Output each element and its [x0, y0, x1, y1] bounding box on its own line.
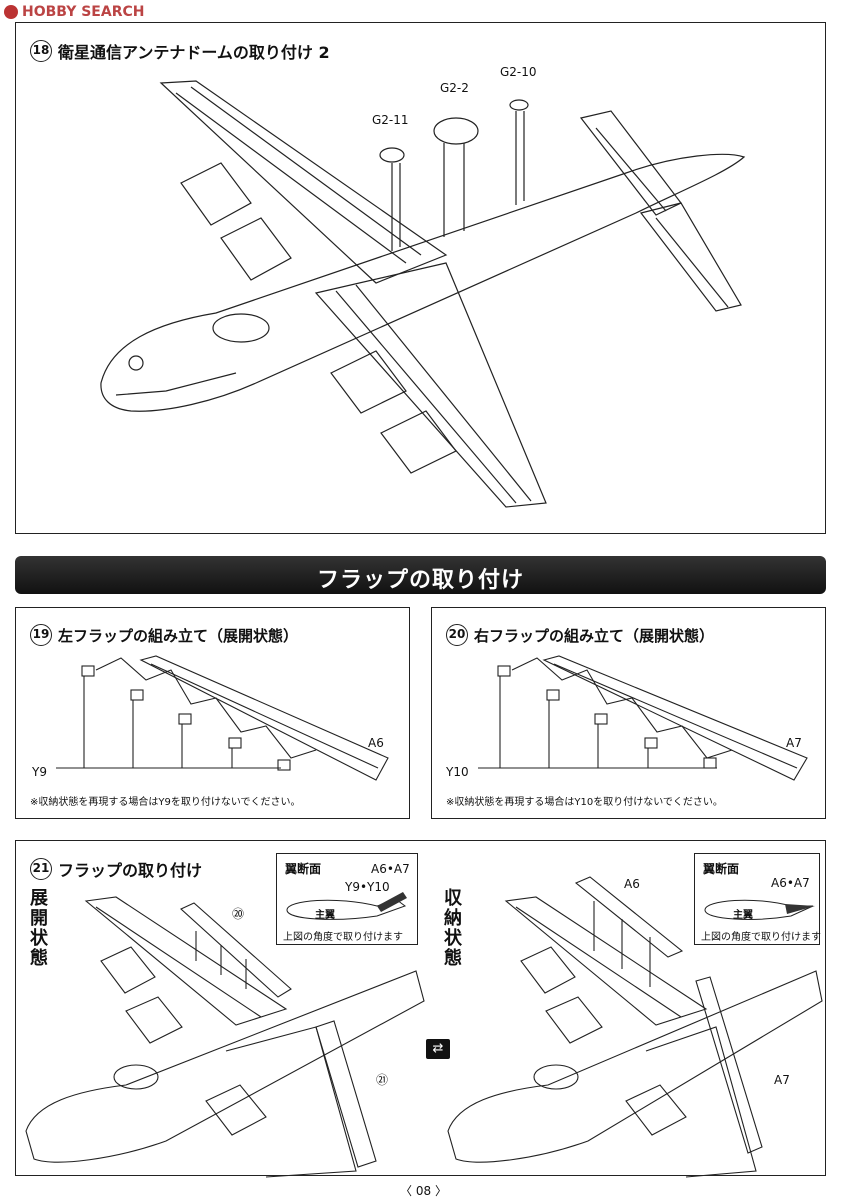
step-number: 18 — [30, 40, 52, 62]
step-title: 右フラップの組み立て（展開状態） — [474, 626, 715, 645]
step21-panel: 21 フラップの取り付け 展開状態 収納状態 翼断面 A6•A7 Y9•Y10 … — [15, 840, 826, 1178]
wing-section-inset-left: 翼断面 A6•A7 Y9•Y10 主翼 上図の角度で取り付けます — [276, 853, 418, 945]
section-banner: フラップの取り付け — [15, 556, 826, 594]
step-title: 左フラップの組み立て（展開状態） — [58, 626, 299, 645]
hobbysearch-logo-icon — [4, 5, 18, 19]
step18-panel: 18 衛星通信アンテナドームの取り付け 2 G2-11 G2-2 G2-10 — [15, 22, 826, 534]
page-number: 〈 08 〉 — [400, 1184, 447, 1198]
wing-section-diagram — [704, 899, 815, 920]
step20-panel: 20 右フラップの組み立て（展開状態） A7 Y10 ※収納状態を再現する場合は… — [431, 607, 826, 819]
part-label-a7: A7 — [774, 1073, 790, 1087]
aircraft-illustration-top — [100, 80, 746, 508]
part-label-g2-10: G2-10 — [500, 65, 537, 79]
step-title: フラップの取り付け — [58, 861, 203, 880]
part-label-a6: A6 — [624, 877, 640, 891]
step-number: 20 — [446, 624, 468, 646]
part-label-a6-a7: A6•A7 — [771, 876, 810, 890]
step19-heading: 19 左フラップの組み立て（展開状態） — [30, 624, 298, 646]
part-label-y9: Y9 — [32, 765, 47, 779]
assembly-note: ※収納状態を再現する場合はY10を取り付けないでください。 — [446, 797, 723, 808]
ref-step-21: ㉑ — [376, 1073, 389, 1087]
flap-mounting-illustration — [25, 876, 823, 1178]
left-flap-illustration — [56, 655, 389, 781]
main-wing-label: 主翼 — [315, 910, 335, 921]
part-label-a6-a7: A6•A7 — [371, 862, 410, 876]
inset-title: 翼断面 — [703, 862, 740, 876]
main-wing-label: 主翼 — [733, 910, 753, 921]
step20-heading: 20 右フラップの組み立て（展開状態） — [446, 624, 714, 646]
stowed-state-label: 収納状態 — [444, 888, 462, 969]
step21-heading: 21 フラップの取り付け — [30, 857, 202, 881]
part-label-g2-11: G2-11 — [372, 113, 409, 127]
inset-caption: 上図の角度で取り付けます — [283, 932, 403, 943]
step-number: 19 — [30, 624, 52, 646]
banner-title: フラップの取り付け — [316, 568, 524, 593]
deployed-state-label: 展開状態 — [30, 888, 48, 969]
step19-panel: 19 左フラップの組み立て（展開状態） A6 Y9 ※収納状態を再現する場合はY… — [15, 607, 410, 819]
step-number: 21 — [30, 858, 52, 880]
inset-caption: 上図の角度で取り付けます — [701, 932, 821, 943]
part-label-y9-y10: Y9•Y10 — [345, 880, 390, 894]
part-label-y10: Y10 — [446, 765, 469, 779]
right-flap-illustration — [478, 655, 808, 781]
wing-section-diagram — [286, 892, 407, 920]
part-label-a7: A7 — [786, 736, 802, 750]
step18-heading: 18 衛星通信アンテナドームの取り付け 2 — [30, 39, 330, 63]
part-label-g2-2: G2-2 — [440, 81, 469, 95]
step-title: 衛星通信アンテナドームの取り付け 2 — [58, 43, 330, 62]
swap-arrows-icon: ⇄ — [426, 1039, 450, 1059]
inset-title: 翼断面 — [285, 862, 322, 876]
assembly-note: ※収納状態を再現する場合はY9を取り付けないでください。 — [30, 797, 301, 808]
ref-step-20: ⑳ — [232, 907, 245, 921]
part-label-a6: A6 — [368, 736, 384, 750]
wing-section-inset-right: 翼断面 A6•A7 主翼 上図の角度で取り付けます — [694, 853, 821, 945]
watermark-logo: HOBBY SEARCH — [4, 4, 144, 20]
